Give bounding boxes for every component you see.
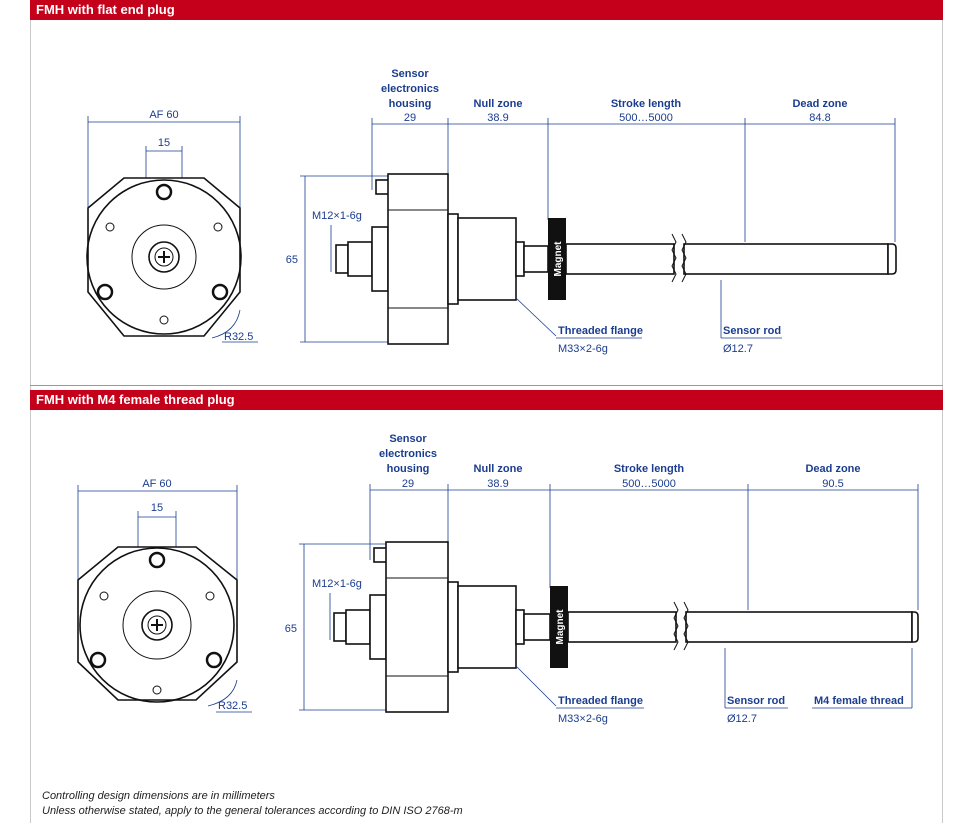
section-divider: [30, 385, 943, 386]
rod-label: Sensor rod: [723, 325, 781, 337]
stroke-length-value: 500…5000: [619, 112, 673, 124]
rod-value: Ø12.7: [727, 713, 757, 725]
null-zone-label: Null zone: [474, 463, 523, 475]
height-value: 65: [285, 623, 297, 635]
magnet: [550, 586, 568, 668]
radius-label: R32.5: [218, 700, 247, 712]
radius-label: R32.5: [224, 331, 253, 343]
housing-label-line2: electronics: [379, 448, 437, 460]
thread-label: M12×1-6g: [312, 578, 362, 590]
flange-label: Threaded flange: [558, 325, 643, 337]
null-zone-label: Null zone: [474, 98, 523, 110]
housing-value: 29: [402, 478, 414, 490]
connector-width-label: 15: [151, 502, 163, 514]
side-view: Sensor electronics housing Null zone Str…: [285, 433, 919, 725]
housing-label-line3: housing: [389, 98, 432, 110]
af-label: AF 60: [142, 478, 171, 490]
thread-label: M12×1-6g: [312, 210, 362, 222]
front-view: AF 60 15 R32.5: [77, 478, 252, 713]
dead-zone-label: Dead zone: [805, 463, 860, 475]
dead-zone-value: 90.5: [822, 478, 843, 490]
end-thread-label: M4 female thread: [814, 695, 904, 707]
stroke-length-label: Stroke length: [611, 98, 682, 110]
housing-value: 29: [404, 112, 416, 124]
housing-label-line1: Sensor: [389, 433, 427, 445]
dead-zone-value: 84.8: [809, 112, 830, 124]
rod-label: Sensor rod: [727, 695, 785, 707]
magnet-label: Magnet: [553, 241, 564, 277]
connector-width-label: 15: [158, 137, 170, 149]
drawing-m4-thread-plug: AF 60 15 R32.5 Sensor electronics housin…: [77, 433, 919, 725]
drawing-flat-end-plug: AF 60 15 R32.5 Sensor electronics housin…: [86, 68, 897, 355]
footnote-tolerances: Unless otherwise stated, apply to the ge…: [42, 805, 463, 817]
flange-label: Threaded flange: [558, 695, 643, 707]
rod-value: Ø12.7: [723, 343, 753, 355]
af-label: AF 60: [149, 109, 178, 121]
magnet-label: Magnet: [555, 609, 566, 645]
flange-value: M33×2-6g: [558, 713, 608, 725]
height-value: 65: [286, 254, 298, 266]
housing-label-line3: housing: [387, 463, 430, 475]
stroke-length-label: Stroke length: [614, 463, 685, 475]
section-title-m4-thread-plug: FMH with M4 female thread plug: [30, 390, 943, 410]
front-view: AF 60 15 R32.5: [86, 109, 258, 343]
side-view: Sensor electronics housing Null zone Str…: [286, 68, 897, 355]
flange-value: M33×2-6g: [558, 343, 608, 355]
magnet: [548, 218, 566, 300]
page-frame: [30, 0, 943, 823]
dead-zone-label: Dead zone: [792, 98, 847, 110]
section-title-flat-end-plug: FMH with flat end plug: [30, 0, 943, 20]
null-zone-value: 38.9: [487, 478, 508, 490]
housing-label-line1: Sensor: [391, 68, 429, 80]
null-zone-value: 38.9: [487, 112, 508, 124]
housing-label-line2: electronics: [381, 83, 439, 95]
stroke-length-value: 500…5000: [622, 478, 676, 490]
footnote-units: Controlling design dimensions are in mil…: [42, 790, 275, 802]
